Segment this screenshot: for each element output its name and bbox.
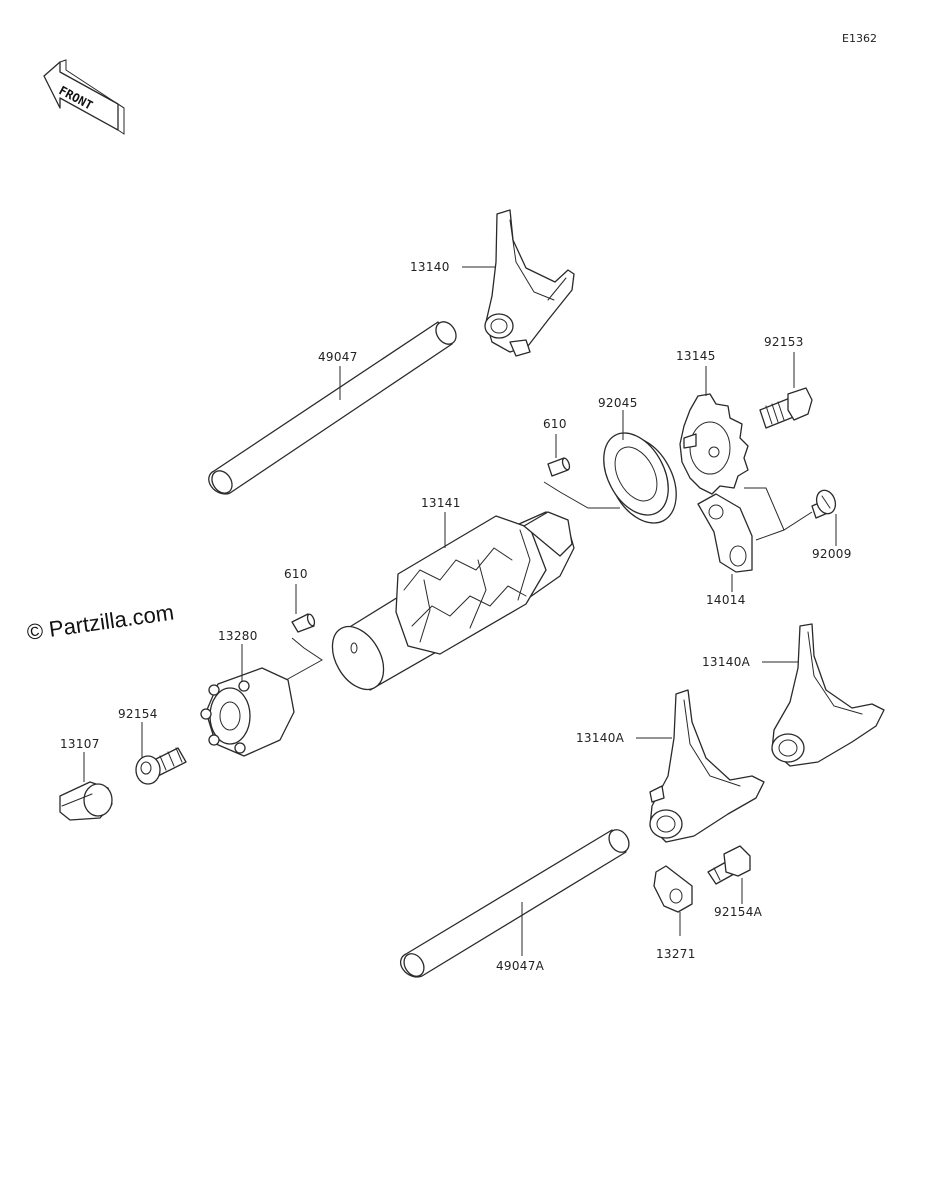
shift-drum-13141-part: [331, 511, 575, 691]
callout-14014: 14014: [706, 593, 746, 607]
dowel-pin-610-left-part: [291, 613, 316, 633]
watermark: © Partzilla.com: [25, 600, 175, 645]
bolt-92154-part: [135, 747, 187, 785]
shift-fork-13140-part: [484, 209, 575, 357]
callout-49047: 49047: [318, 350, 358, 364]
callout-92009: 92009: [812, 547, 852, 561]
pin-holder-13280-part: [200, 667, 295, 757]
callout-92154: 92154: [118, 707, 158, 721]
callout-13140A-left: 13140A: [576, 731, 625, 745]
front-direction-icon: FRONT: [43, 59, 125, 135]
callout-13280: 13280: [218, 629, 258, 643]
callout-13145: 13145: [676, 349, 716, 363]
shift-cam-13107-part: [59, 781, 113, 821]
shift-rod-49047-part: [208, 321, 457, 495]
screw-92009-part: [811, 489, 837, 519]
bolt-92153-part: [759, 387, 813, 429]
bearing-92045-part: [603, 432, 677, 524]
callout-610-left: 610: [284, 567, 308, 581]
callout-13271: 13271: [656, 947, 696, 961]
callout-13140A-right: 13140A: [702, 655, 751, 669]
bolt-92154A-part: [707, 845, 751, 885]
callout-13141: 13141: [421, 496, 461, 510]
holder-plate-14014-part: [697, 493, 753, 573]
shift-drum-star-13145-part: [679, 393, 749, 495]
callout-13140: 13140: [410, 260, 450, 274]
callout-49047A: 49047A: [496, 959, 545, 973]
shift-fork-13140A-left-part: [649, 689, 765, 843]
diagram-code: E1362: [842, 32, 877, 45]
callout-92154A: 92154A: [714, 905, 763, 919]
callout-92045: 92045: [598, 396, 638, 410]
shift-fork-13140A-right-part: [771, 623, 885, 767]
shift-rod-49047A-part: [400, 829, 630, 978]
callout-610-top: 610: [543, 417, 567, 431]
callout-13107: 13107: [60, 737, 100, 751]
callout-92153: 92153: [764, 335, 804, 349]
plate-13271-part: [653, 865, 693, 913]
dowel-pin-610-top-part: [547, 457, 571, 477]
